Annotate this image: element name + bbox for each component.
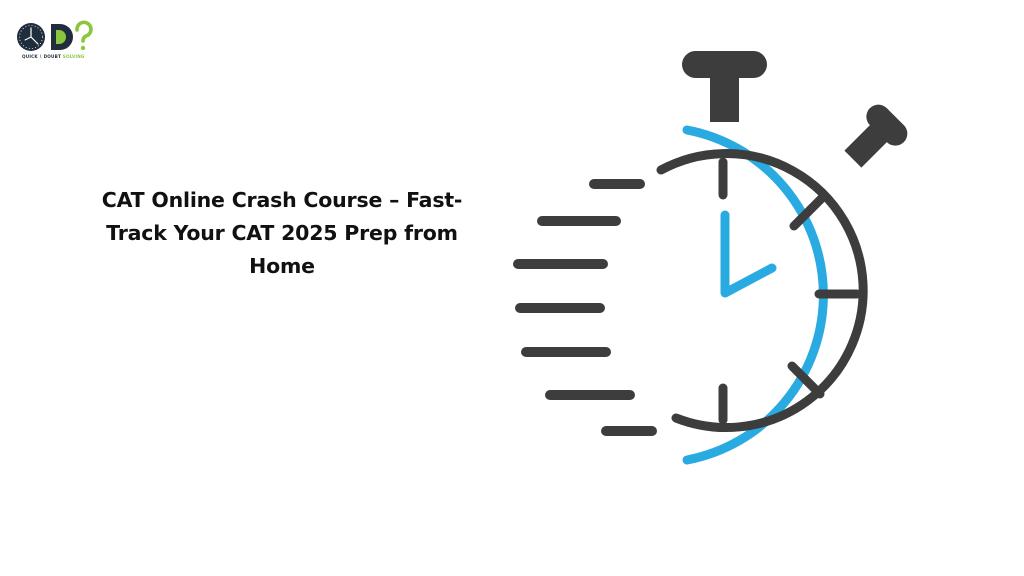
stopwatch-hands <box>720 210 777 298</box>
logo-mark-icon <box>17 20 93 51</box>
brand-logo[interactable]: QUICK\DOUBT SOLVING <box>14 18 104 64</box>
logo-tagline-quick: QUICK <box>22 54 38 59</box>
stopwatch-top-button <box>682 51 767 122</box>
stopwatch-side-button <box>844 104 908 168</box>
stopwatch-ticks <box>718 157 862 425</box>
stopwatch-dial-arc <box>656 149 868 432</box>
logo-tagline-solving: SOLVING <box>62 54 85 59</box>
logo-tagline: QUICK\DOUBT SOLVING <box>22 54 108 59</box>
page-title: CAT Online Crash Course – Fast-Track You… <box>101 188 463 278</box>
logo-tagline-separator: \ <box>39 54 42 59</box>
logo-tagline-doubt: DOUBT <box>43 54 62 59</box>
speed-lines <box>513 179 657 436</box>
